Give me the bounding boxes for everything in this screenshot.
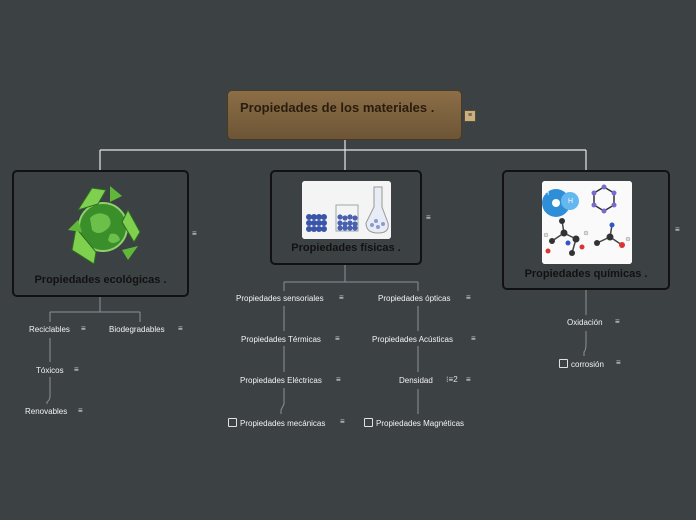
note-icon[interactable]: ≡ (466, 375, 471, 384)
note-icon[interactable]: ≡ (471, 334, 476, 343)
note-icon[interactable]: ≡ (340, 417, 345, 426)
leaf-label: Reciclables (29, 325, 70, 334)
leaf-label: Propiedades Acústicas (372, 335, 453, 344)
checkbox[interactable] (559, 359, 568, 368)
leaf-corrosion[interactable]: corrosión (559, 359, 604, 370)
leaf-label: Propiedades sensoriales (236, 294, 324, 303)
leaf-reciclables[interactable]: Reciclables (29, 325, 70, 335)
leaf-termicas[interactable]: Propiedades Térmicas (241, 335, 321, 345)
note-icon[interactable]: ≡ (78, 406, 83, 415)
leaf-label: corrosión (571, 360, 604, 369)
note-icon[interactable]: ≡ (466, 293, 471, 302)
leaf-label: Densidad (399, 376, 433, 385)
checkbox[interactable] (364, 418, 373, 427)
root-topic[interactable]: Propiedades de los materiales . (227, 90, 462, 140)
note-icon[interactable]: ≡ (336, 375, 341, 384)
branch-fisicas-title: Propiedades físicas . (291, 242, 401, 254)
note-icon[interactable]: ≡ (74, 365, 79, 374)
recycle-globe-icon (68, 186, 141, 265)
root-topic-title: Propiedades de los materiales . (240, 100, 435, 115)
flasks-image (302, 181, 391, 239)
subtopics-count-value: 2 (453, 375, 458, 384)
branch-ecologicas-title: Propiedades ecológicas . (34, 274, 167, 286)
note-icon[interactable]: ≡ (675, 225, 680, 234)
leaf-oxidacion[interactable]: Oxidación (567, 318, 603, 328)
leaf-label: Tóxicos (36, 366, 64, 375)
note-icon[interactable]: ≡ (464, 110, 476, 122)
molecules-image: H H (542, 181, 632, 264)
leaf-densidad[interactable]: Densidad (399, 376, 433, 386)
branch-ecologicas[interactable]: Propiedades ecológicas . (12, 170, 189, 297)
note-icon[interactable]: ≡ (335, 334, 340, 343)
leaf-label: Biodegradables (109, 325, 165, 334)
leaf-label: Propiedades Térmicas (241, 335, 321, 344)
note-icon[interactable]: ≡ (81, 324, 86, 333)
branch-fisicas[interactable]: Propiedades físicas . (270, 170, 422, 265)
svg-text:H: H (544, 190, 549, 197)
note-icon[interactable]: ≡ (178, 324, 183, 333)
note-icon[interactable]: ≡ (616, 358, 621, 367)
leaf-mecanicas[interactable]: Propiedades mecánicas (228, 418, 325, 429)
leaf-opticas[interactable]: Propiedades ópticas (378, 294, 451, 304)
leaf-renovables[interactable]: Renovables (25, 407, 67, 417)
note-icon[interactable]: ≡ (426, 213, 431, 222)
branch-quimicas-title: Propiedades químicas . (524, 268, 648, 280)
branch-quimicas[interactable]: H H Propiedades químicas . (502, 170, 670, 290)
leaf-sensoriales[interactable]: Propiedades sensoriales (236, 294, 324, 304)
leaf-toxicos[interactable]: Tóxicos (36, 366, 64, 376)
leaf-biodegradables[interactable]: Biodegradables (109, 325, 165, 335)
leaf-label: Propiedades Magnéticas (376, 419, 465, 428)
leaf-acusticas[interactable]: Propiedades Acústicas (372, 335, 453, 345)
leaf-magneticas[interactable]: Propiedades Magnéticas (364, 418, 464, 429)
note-icon[interactable]: ≡ (339, 293, 344, 302)
leaf-label: Propiedades ópticas (378, 294, 451, 303)
subtopics-count[interactable]: ⁝≡2 (446, 375, 458, 384)
svg-text:H: H (568, 198, 573, 205)
leaf-label: Propiedades Eléctricas (240, 376, 322, 385)
leaf-label: Propiedades mecánicas (240, 419, 326, 428)
note-icon[interactable]: ≡ (615, 317, 620, 326)
note-icon[interactable]: ≡ (192, 229, 197, 238)
checkbox[interactable] (228, 418, 237, 427)
leaf-label: Renovables (25, 407, 68, 416)
leaf-electricas[interactable]: Propiedades Eléctricas (240, 376, 322, 386)
leaf-label: Oxidación (567, 318, 603, 327)
